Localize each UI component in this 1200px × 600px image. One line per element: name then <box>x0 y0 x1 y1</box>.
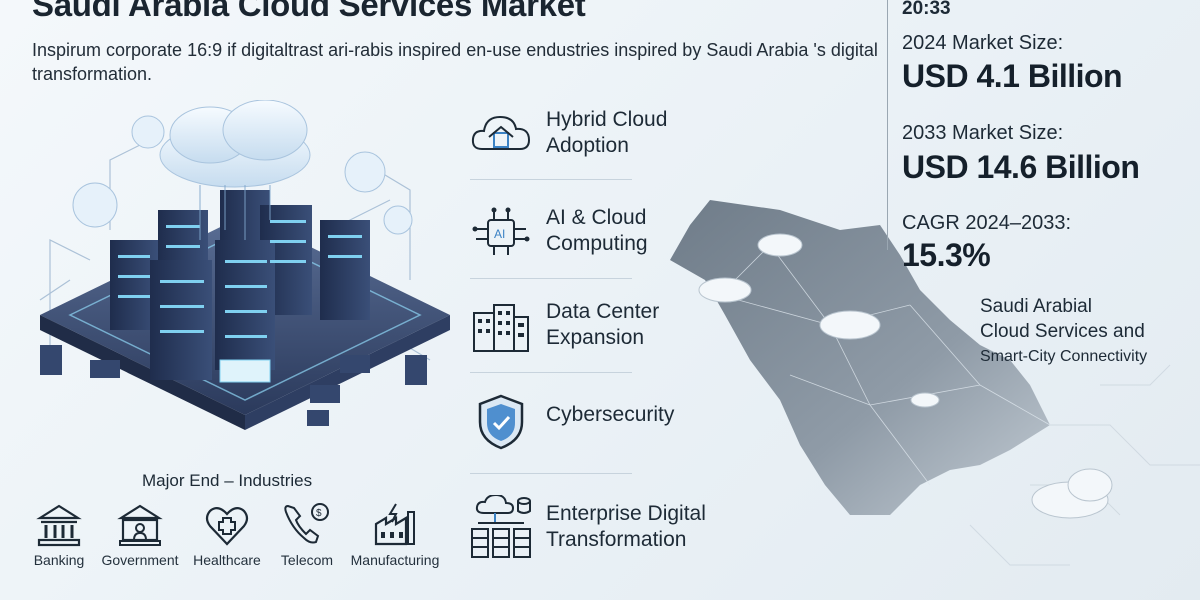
server-illustration <box>39 100 450 430</box>
industry-healthcare: Healthcare <box>182 502 272 568</box>
feature-divider <box>470 473 632 474</box>
industry-label: Government <box>101 552 179 568</box>
map-caption: Saudi Arabial Cloud Services and Smart-C… <box>980 294 1195 369</box>
feature-divider <box>470 372 632 373</box>
stats-divider <box>887 0 888 250</box>
feature-cybersecurity: Cybersecurity <box>468 392 678 472</box>
market-2033-value: USD 14.6 Billion <box>902 149 1140 185</box>
industry-label: Banking <box>33 552 85 568</box>
shield-icon <box>478 394 524 450</box>
cagr-value: 15.3% <box>902 237 991 273</box>
industry-government: Government <box>95 502 185 568</box>
market-2033-label: 2033 Market Size: <box>902 122 1064 144</box>
industry-manufacturing: Manufacturing <box>350 502 440 568</box>
svg-text:$: $ <box>316 508 322 519</box>
industry-label: Manufacturing <box>350 552 440 568</box>
page-subtitle: Inspirum corporate 16:9 if digitaltrast … <box>32 40 878 84</box>
factory-icon <box>374 503 415 546</box>
feature-divider <box>470 179 632 180</box>
healthcare-icon <box>205 507 249 546</box>
market-2024-value: USD 4.1 Billion <box>902 58 1123 94</box>
feature-divider <box>470 278 632 279</box>
ai-chip-icon: AI <box>472 207 530 255</box>
enterprise-icon <box>471 495 531 558</box>
stat-time: 20:33 <box>902 0 951 19</box>
caption-line: Saudi Arabial <box>980 296 1092 317</box>
cagr-label: CAGR 2024–2033: <box>902 212 1072 234</box>
market-2024-label: 2024 Market Size: <box>902 32 1064 54</box>
feature-label: Cybersecurity <box>546 403 675 426</box>
page-title: Saudi Arabia Cloud Services Market <box>32 0 586 23</box>
industries-heading: Major End – Industries <box>142 471 313 490</box>
caption-line: Smart-City Connectivity <box>980 348 1148 365</box>
government-icon <box>117 504 163 546</box>
saudi-map <box>670 200 1200 566</box>
hybrid-cloud-icon <box>471 115 531 150</box>
svg-text:AI: AI <box>494 227 505 241</box>
industry-label: Healthcare <box>193 552 261 568</box>
industry-telecom: $ Telecom <box>262 502 352 568</box>
data-center-icon <box>473 304 529 352</box>
telecom-icon: $ <box>284 503 329 544</box>
industry-banking: Banking <box>14 502 104 568</box>
bank-icon <box>36 504 82 547</box>
industry-label: Telecom <box>280 552 334 568</box>
caption-line: Cloud Services and <box>980 321 1145 342</box>
